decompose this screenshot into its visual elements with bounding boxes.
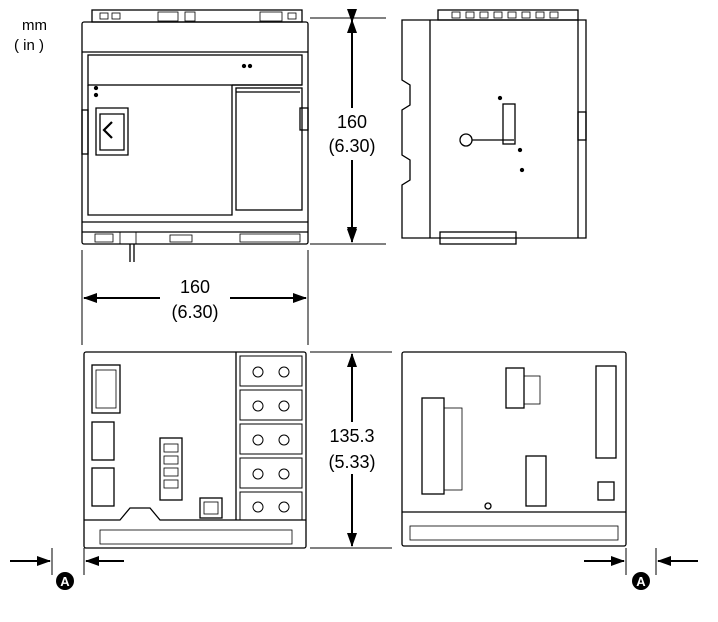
side-view xyxy=(401,9,587,245)
front-view xyxy=(81,9,309,262)
callout-a-left: A xyxy=(56,572,74,590)
bottom-view xyxy=(83,351,307,549)
extension-lines xyxy=(51,17,657,575)
dim-top-height-mm: 160 xyxy=(337,112,367,132)
units-in-label: ( in ) xyxy=(14,37,44,54)
callout-a-right-label: A xyxy=(636,574,646,589)
dim-top-height: 160 (6.30) xyxy=(320,9,384,243)
dim-top-width-in: (6.30) xyxy=(171,302,218,322)
dim-top-height-in: (6.30) xyxy=(328,136,375,156)
callout-a-right: A xyxy=(632,572,650,590)
callout-a-left-label: A xyxy=(60,574,70,589)
dim-top-width-mm: 160 xyxy=(180,277,210,297)
rear-view xyxy=(401,351,627,547)
dim-bottom-height: 135.3 (5.33) xyxy=(316,353,388,547)
dim-bottom-height-mm: 135.3 xyxy=(329,426,374,446)
units-mm-label: mm xyxy=(22,17,47,34)
dim-bottom-height-in: (5.33) xyxy=(328,452,375,472)
dim-top-width: 160 (6.30) xyxy=(83,276,307,324)
